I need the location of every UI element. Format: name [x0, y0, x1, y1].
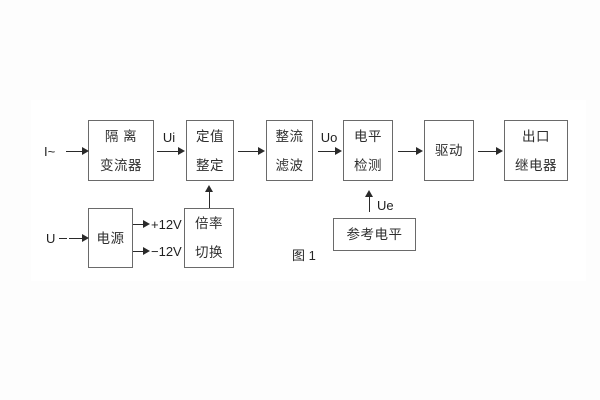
- dash-voltage-input: [59, 238, 67, 239]
- block-label: 隔 离: [104, 128, 138, 144]
- block-label: 滤波: [275, 157, 304, 173]
- arrow-driver-to-relay: [478, 147, 503, 156]
- label-ui-signal: Ui: [162, 130, 176, 145]
- block-label: 电平: [354, 128, 382, 144]
- arrow-minus-12v-output: [133, 247, 150, 256]
- label-plus-12v: +12V: [151, 217, 182, 232]
- label-uo-signal: Uo: [320, 130, 338, 145]
- block-rectifier-filter: 整流 滤波: [266, 120, 313, 181]
- block-reference-level: 参考电平: [333, 218, 416, 251]
- label-ue-signal: Ue: [377, 198, 394, 213]
- block-label: 电源: [96, 230, 125, 246]
- block-setpoint-setting: 定值 整定: [186, 120, 234, 181]
- block-label: 整定: [196, 157, 224, 173]
- arrow-setting-to-rectifier: [238, 147, 265, 156]
- block-label: 继电器: [515, 157, 557, 173]
- block-output-relay: 出口 继电器: [504, 120, 568, 181]
- block-label: 参考电平: [346, 227, 403, 242]
- label-voltage-input: U: [46, 231, 56, 246]
- arrow-ratio-to-setting: [205, 185, 214, 208]
- arrow-level-to-driver: [398, 147, 423, 156]
- arrow-isolation-to-setting: [157, 147, 185, 156]
- arrow-plus-12v-output: [133, 220, 150, 229]
- arrow-current-input: [66, 147, 89, 156]
- block-ratio-switch: 倍率 切换: [184, 208, 234, 268]
- block-label: 变流器: [100, 157, 142, 173]
- label-current-input: I~: [44, 144, 56, 159]
- figure-caption: 图 1: [292, 248, 316, 263]
- label-minus-12v: −12V: [151, 244, 182, 259]
- block-power-supply: 电源: [88, 208, 133, 268]
- block-label: 出口: [522, 128, 550, 144]
- arrow-voltage-input: [69, 234, 89, 243]
- block-isolation-transformer: 隔 离 变流器: [88, 120, 154, 181]
- block-label: 倍率: [195, 216, 223, 231]
- arrow-reference-to-level: [365, 190, 374, 212]
- arrow-rectifier-to-level: [318, 147, 342, 156]
- block-label: 驱动: [435, 143, 463, 158]
- block-label: 定值: [196, 128, 224, 144]
- block-label: 切换: [195, 245, 223, 260]
- block-level-detector: 电平 检测: [343, 120, 393, 181]
- block-label: 检测: [354, 157, 382, 173]
- block-label: 整流: [275, 128, 304, 144]
- block-driver: 驱动: [424, 120, 474, 181]
